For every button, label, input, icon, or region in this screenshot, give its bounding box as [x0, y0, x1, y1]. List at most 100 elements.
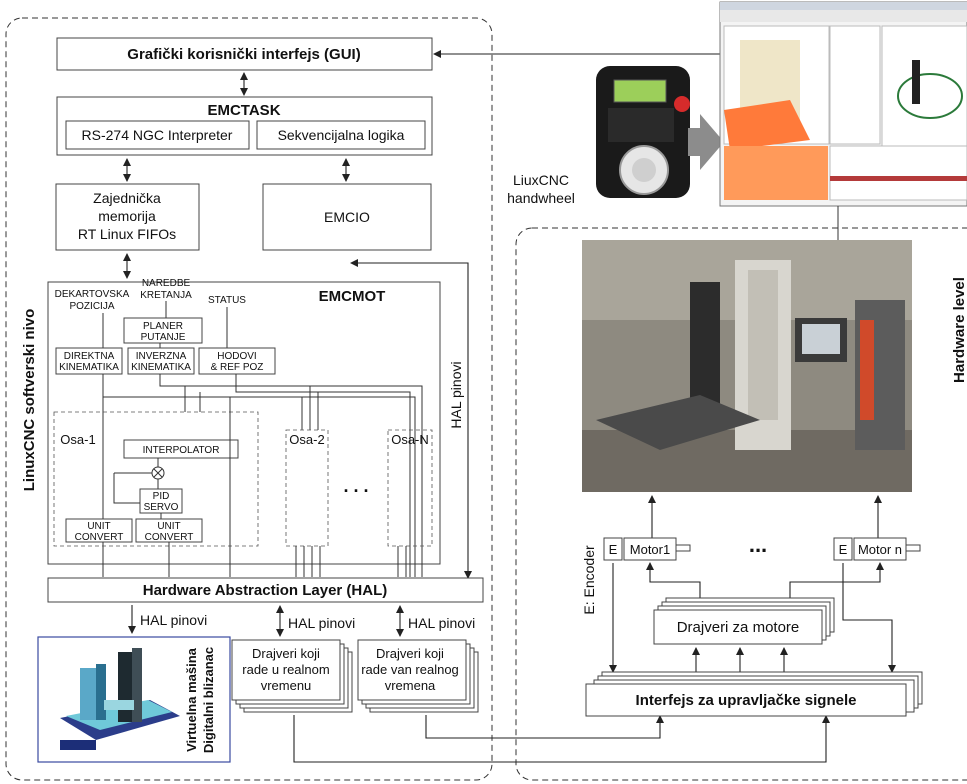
pid-line-1: PID	[153, 491, 170, 502]
hal-box	[47, 577, 484, 603]
interpreter-label: RS-274 NGC Interpreter	[82, 127, 233, 143]
osaN-region	[387, 429, 433, 547]
emcio-box	[262, 183, 432, 251]
drivers-rt-stack	[231, 639, 353, 713]
drivers-nrt-stack	[357, 639, 479, 713]
pid-box	[139, 488, 183, 514]
unit-convert-2-line-2: CONVERT	[145, 532, 194, 543]
machine-photo	[582, 240, 912, 492]
gui-screenshot-image	[719, 1, 967, 207]
planer-line-2: PUTANJE	[141, 332, 186, 343]
osaN-label: Osa-N	[391, 432, 429, 447]
software-level-label: LinuxCNC softverski nivo	[21, 309, 38, 492]
inverzna-box	[127, 347, 195, 375]
hal-label: Hardware Abstraction Layer (HAL)	[143, 582, 388, 599]
unit-convert-1-line-1: UNIT	[87, 521, 110, 532]
dekartovska-line-2: POZICIJA	[69, 301, 114, 312]
logic-label: Sekvencijalna logika	[278, 127, 405, 143]
inverzna-line-2: KINEMATIKA	[131, 362, 191, 373]
hodovi-line-1: HODOVI	[217, 351, 256, 362]
virtual-machine-line-2: Digitalni blizanac	[201, 647, 216, 753]
osa1-region	[53, 411, 259, 547]
motor-drivers-stack	[653, 597, 835, 645]
planer-box	[123, 317, 203, 344]
gui-box	[56, 37, 433, 71]
motor1-shaft	[675, 544, 691, 552]
motor-ellipsis: ...	[749, 532, 767, 557]
handwheel-image	[596, 66, 690, 198]
motorn-shaft	[905, 544, 921, 552]
unit-convert-2-line-1: UNIT	[157, 521, 180, 532]
interpolator-label: INTERPOLATOR	[143, 445, 220, 456]
unit-convert-1-box	[65, 518, 133, 543]
shared-memory-line-3: RT Linux FIFOs	[78, 226, 176, 242]
handwheel-arrow	[688, 114, 724, 170]
emctask-title: EMCTASK	[207, 102, 280, 119]
shared-memory-line-1: Zajednička	[93, 190, 161, 206]
control-interface-stack	[585, 671, 923, 717]
hardware-level-region	[515, 227, 967, 781]
drivers-rt-line-1: Drajveri koji	[252, 646, 320, 661]
bus-3	[235, 374, 411, 577]
bus-2	[103, 396, 416, 577]
emcio-hal-arrow	[350, 259, 472, 579]
drivers-nrt-line-3: vremena	[385, 678, 436, 693]
osa2-region	[285, 429, 329, 547]
shared-memory-line-2: memorija	[98, 208, 156, 224]
software-level-region	[5, 17, 493, 781]
drivers-rt-line-3: vremenu	[261, 678, 312, 693]
unit-convert-1-line-2: CONVERT	[75, 532, 124, 543]
axes-ellipsis: . . .	[343, 476, 368, 496]
encoder-n-label: E	[839, 542, 848, 557]
gui-label: Grafički korisnički interfejs (GUI)	[127, 46, 360, 63]
drivers-motor1-arrow	[646, 562, 701, 612]
pid-line-2: SERVO	[144, 502, 179, 513]
direktna-line-2: KINEMATIKA	[59, 362, 119, 373]
emcmot-title: EMCMOT	[319, 288, 386, 305]
hal-pinovi-3: HAL pinovi	[408, 615, 475, 631]
drivers-motorn-arrow	[789, 562, 884, 602]
hardware-level-label: Hardware level	[951, 277, 967, 383]
shared-memory-box	[55, 183, 200, 251]
drivers-rt-interface-arrow	[293, 715, 830, 763]
handwheel-line-1: LiuxCNC	[513, 172, 569, 188]
encoder-label: E: Encoder	[581, 545, 597, 615]
drivers-nrt-line-1: Drajveri koji	[376, 646, 444, 661]
bus-1	[159, 374, 423, 577]
inverzna-line-1: INVERZNA	[136, 351, 187, 362]
encoder-1-box	[603, 537, 623, 561]
planer-line-1: PLANER	[143, 321, 183, 332]
status-label: STATUS	[208, 295, 246, 306]
hal-pinovi-1: HAL pinovi	[140, 612, 207, 628]
interpolator-box	[123, 439, 239, 459]
motor1-label: Motor1	[630, 542, 670, 557]
motorn-label: Motor n	[858, 542, 902, 557]
osa2-label: Osa-2	[289, 432, 324, 447]
drivers-nrt-line-2: rade van realnog	[361, 662, 459, 677]
hal-pinovi-vertical: HAL pinovi	[448, 361, 464, 428]
drivers-nrt-interface-arrow	[425, 715, 664, 739]
hal-pinovi-2: HAL pinovi	[288, 615, 355, 631]
emcio-label: EMCIO	[324, 209, 370, 225]
control-interface-label: Interfejs za upravljačke signele	[636, 692, 857, 709]
summing-x-b	[153, 468, 163, 478]
osa1-label: Osa-1	[60, 432, 95, 447]
dekartovska-line-1: DEKARTOVSKA	[55, 289, 130, 300]
hodovi-line-2: & REF POZ	[211, 362, 264, 373]
direktna-box	[55, 347, 123, 375]
virtual-machine-image	[60, 648, 180, 750]
handwheel-line-2: handwheel	[507, 190, 575, 206]
encoder-n-box	[833, 537, 853, 561]
drivers-rt-line-2: rade u realnom	[242, 662, 329, 677]
interpreter-box	[65, 120, 250, 150]
naredbe-line-2: KRETANJA	[140, 290, 192, 301]
feedback-line	[113, 473, 140, 504]
encodern-interface-arrow	[842, 563, 896, 673]
naredbe-line-1: NAREDBE	[142, 278, 191, 289]
hodovi-box	[198, 347, 276, 375]
virtual-machine-line-1: Virtuelna mašina	[184, 647, 199, 752]
logic-box	[256, 120, 426, 150]
emcmot-box	[47, 281, 441, 565]
motor-drivers-label: Drajveri za motore	[677, 619, 800, 636]
